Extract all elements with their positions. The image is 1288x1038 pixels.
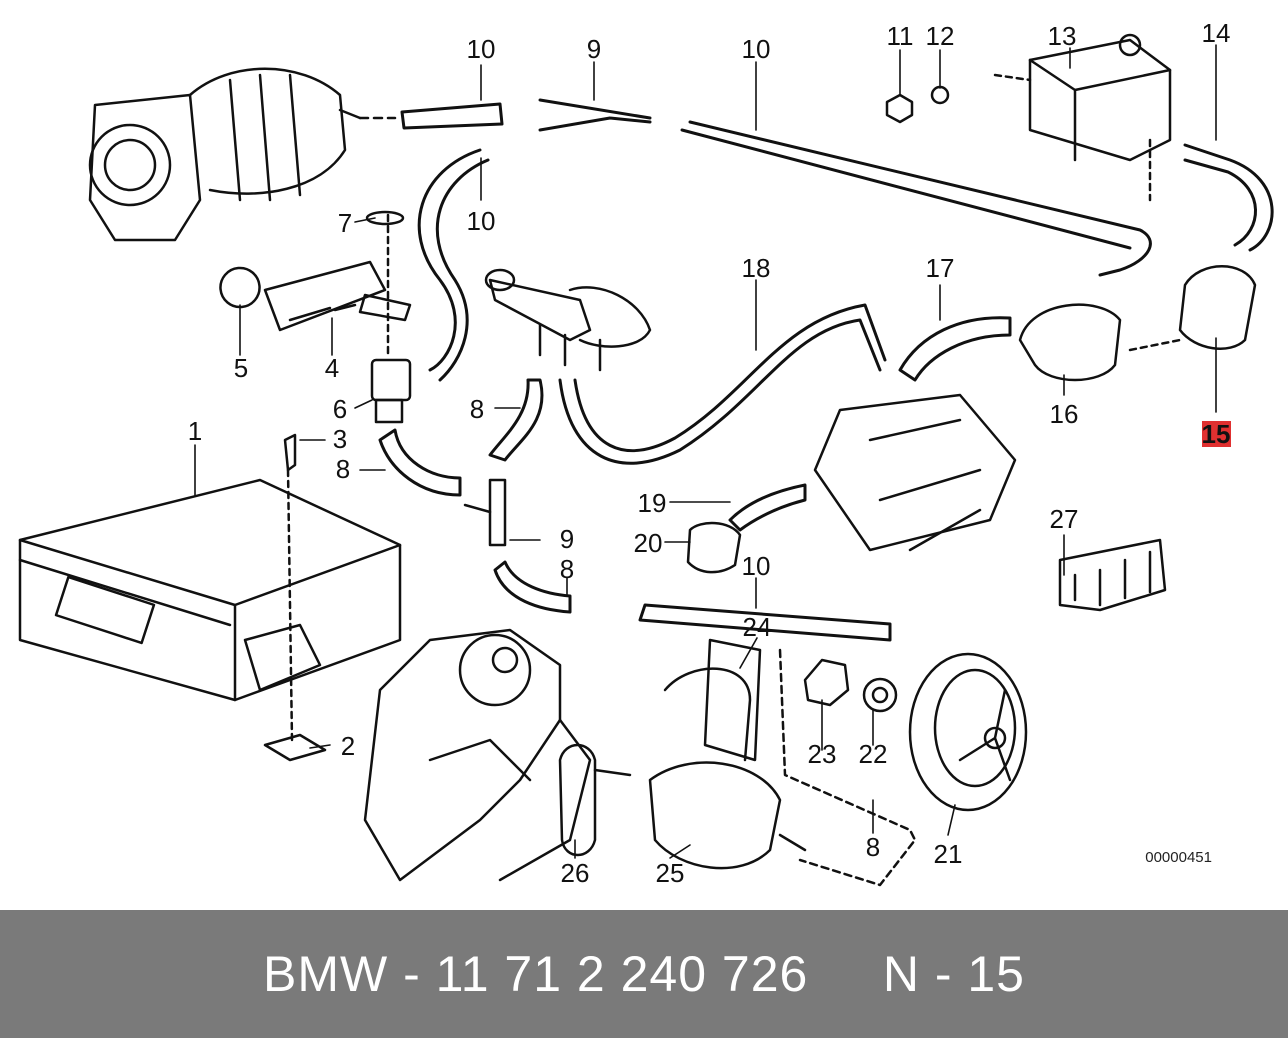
callout-labels: 1 2 3 4 5 6 7 8 8 8 8 9 9 10 10 10 10 11… — [188, 18, 1231, 888]
callout-6: 6 — [333, 394, 347, 424]
callout-18: 18 — [742, 253, 771, 283]
callout-14: 14 — [1202, 18, 1231, 48]
callout-8-d: 8 — [866, 832, 880, 862]
fuel-filter — [558, 743, 807, 870]
callout-10-b: 10 — [742, 34, 771, 64]
egr-valve — [88, 67, 397, 242]
callout-8-c: 8 — [560, 554, 574, 584]
part-number-text: BMW - 11 71 2 240 726 — [262, 946, 809, 1002]
callout-27: 27 — [1050, 504, 1079, 534]
tee-9 — [463, 478, 507, 547]
parts-diagram: 1 2 3 4 5 6 7 8 8 8 8 9 9 10 10 10 10 11… — [18, 18, 1274, 888]
pump-assembly — [686, 393, 1017, 574]
hose-clip — [1058, 538, 1167, 612]
callout-15: 15 — [1202, 419, 1231, 449]
callout-24: 24 — [743, 612, 772, 642]
callout-1: 1 — [188, 416, 202, 446]
callout-10-a: 10 — [467, 34, 496, 64]
position-text: N - 15 — [882, 946, 1025, 1002]
solenoid-valve — [885, 33, 1172, 202]
leader-lines — [194, 44, 1217, 859]
callout-8-b: 8 — [470, 394, 484, 424]
callout-22: 22 — [859, 739, 888, 769]
callout-19: 19 — [638, 488, 667, 518]
callout-10-c: 10 — [467, 206, 496, 236]
bracket — [219, 260, 412, 332]
control-unit — [18, 478, 402, 702]
tee-connector — [484, 268, 652, 372]
callout-12: 12 — [926, 21, 955, 51]
diagram-drawing: 1 2 3 4 5 6 7 8 8 8 8 9 9 10 10 10 10 11… — [18, 18, 1274, 888]
callout-3: 3 — [333, 424, 347, 454]
callout-16: 16 — [1050, 399, 1079, 429]
callout-17: 17 — [926, 253, 955, 283]
reference-number: 00000451 — [1145, 849, 1212, 866]
callout-7: 7 — [338, 208, 352, 238]
callout-25: 25 — [656, 858, 685, 888]
damper-pulley — [778, 648, 1028, 887]
bracket-24 — [663, 638, 762, 762]
callout-13: 13 — [1048, 21, 1077, 51]
callout-9-a: 9 — [587, 34, 601, 64]
callout-10-d: 10 — [742, 551, 771, 581]
callout-20: 20 — [634, 528, 663, 558]
callout-23: 23 — [808, 739, 837, 769]
screw-and-clip — [263, 433, 327, 762]
footer-spacer — [808, 945, 882, 1003]
callout-4: 4 — [325, 353, 339, 383]
hoses — [378, 98, 1274, 642]
highlight-box — [1202, 421, 1231, 447]
valve-6 — [365, 210, 412, 424]
callout-26: 26 — [561, 858, 590, 888]
part-number-footer: BMW - 11 71 2 240 726 N - 15 — [0, 910, 1288, 1038]
filters — [1018, 265, 1257, 382]
throttle-housing — [363, 628, 592, 882]
callout-9-b: 9 — [560, 524, 574, 554]
callout-21: 21 — [934, 839, 963, 869]
callout-2: 2 — [341, 731, 355, 761]
callout-5: 5 — [234, 353, 248, 383]
callout-8-a: 8 — [336, 454, 350, 484]
callout-11: 11 — [887, 21, 914, 51]
